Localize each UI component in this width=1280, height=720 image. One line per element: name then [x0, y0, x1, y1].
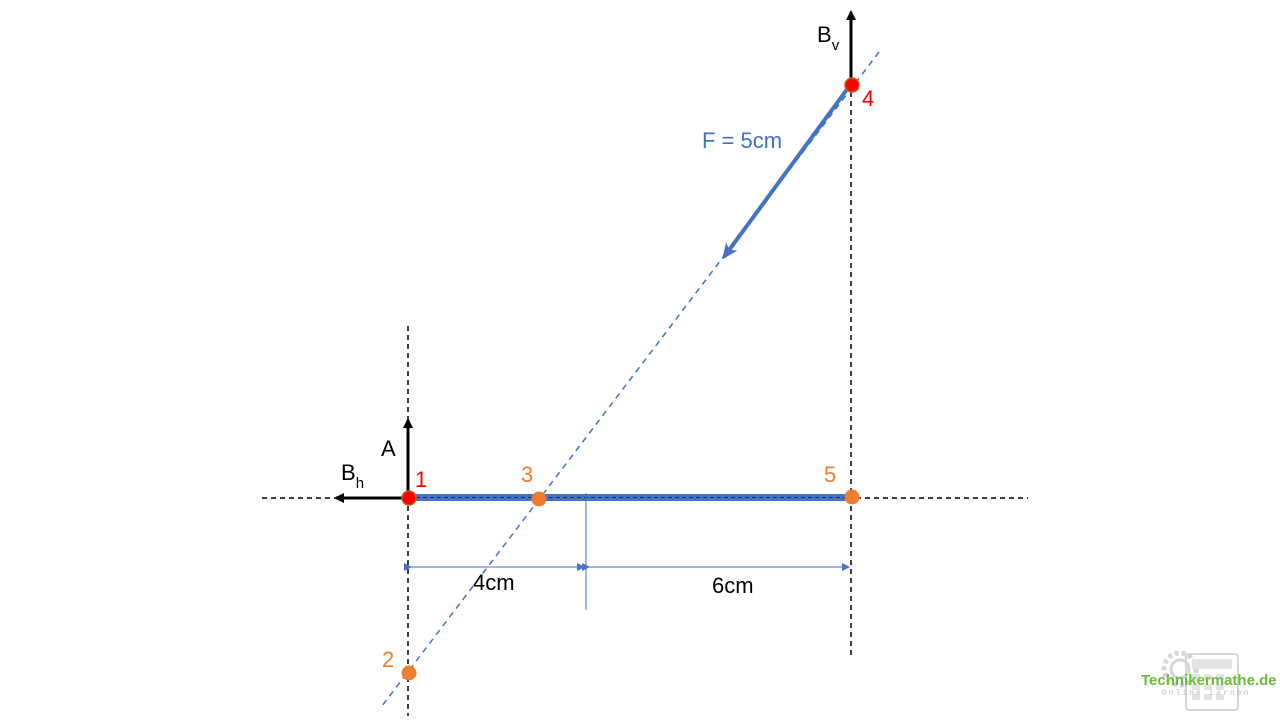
point-4-label: 4	[862, 86, 874, 111]
gear-calculator-icon	[1161, 650, 1239, 711]
point-1	[401, 490, 417, 506]
label-Bv-main: B	[817, 22, 832, 47]
label-Bv-sub: v	[832, 37, 840, 54]
label-Bv: Bv	[817, 22, 840, 54]
label-Bh-sub: h	[356, 475, 364, 492]
force-arrow	[722, 86, 850, 260]
beam	[409, 494, 852, 501]
dimension-label-right: 6cm	[712, 573, 754, 598]
force-label: F = 5cm	[702, 128, 782, 153]
point-4	[844, 77, 860, 93]
point-5	[844, 489, 860, 505]
point-1-label: 1	[415, 467, 427, 492]
point-3	[531, 491, 547, 507]
dimension-label-left: 4cm	[473, 570, 515, 595]
point-2	[401, 665, 417, 681]
label-Bh-main: B	[341, 460, 356, 485]
point-2-label: 2	[382, 647, 394, 672]
logo: Technikermathe.de Online Lernen	[1141, 650, 1277, 711]
point-5-label: 5	[824, 462, 836, 487]
logo-text: Technikermathe.de	[1141, 672, 1277, 689]
label-Bh: Bh	[341, 460, 364, 492]
point-3-label: 3	[521, 462, 533, 487]
logo-subtitle: Online Lernen	[1162, 689, 1250, 698]
label-A: A	[381, 436, 396, 461]
